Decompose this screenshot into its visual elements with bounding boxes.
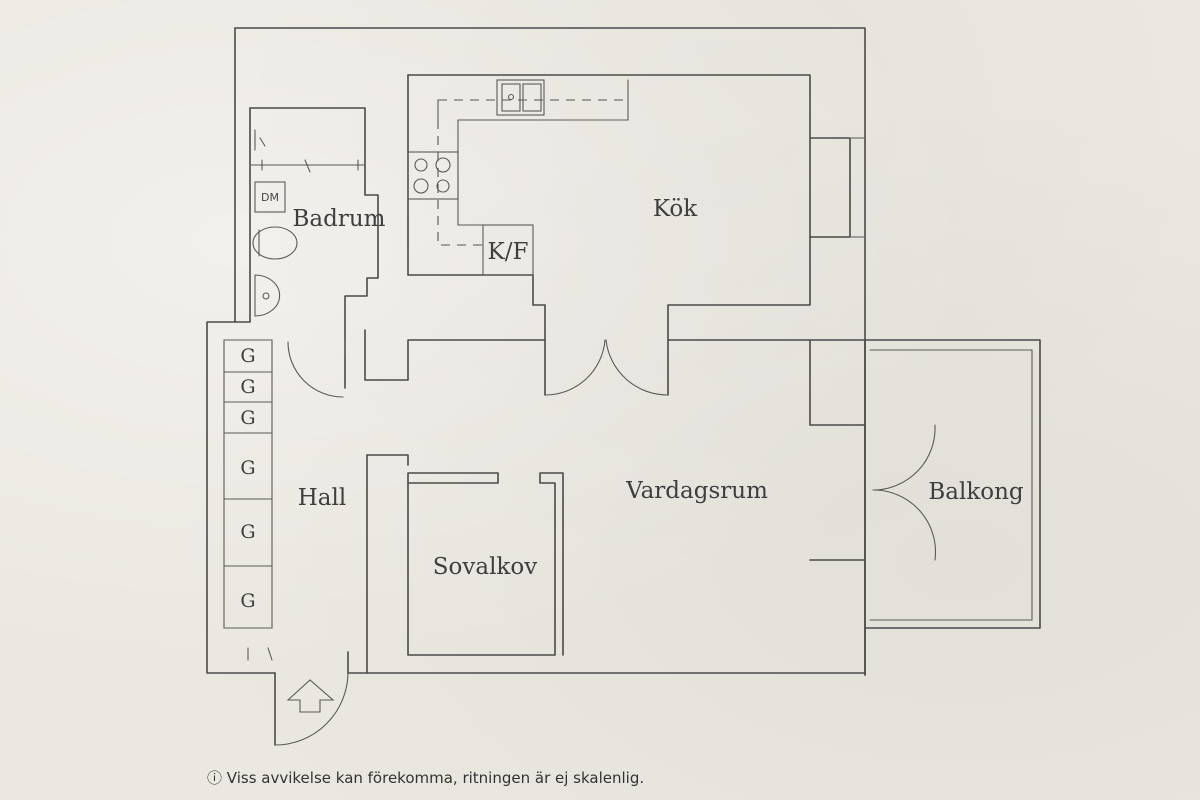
room-label-kok: Kök <box>653 196 698 222</box>
wardrobe-label: G <box>240 521 255 543</box>
fridge-freezer-label: K/F <box>488 239 529 265</box>
room-label-sovalkov: Sovalkov <box>433 554 537 580</box>
wardrobe-label: G <box>240 407 255 429</box>
outer-walls <box>206 27 866 676</box>
wardrobe-label: G <box>240 376 255 398</box>
washing-machine-label: DM <box>261 191 279 204</box>
sovalkov-walls <box>366 454 564 674</box>
room-label-balkong: Balkong <box>928 479 1024 505</box>
living-room-doors <box>544 339 937 561</box>
room-label-vardagsrum: Vardagsrum <box>625 478 768 504</box>
wardrobe-label: G <box>240 590 255 612</box>
wardrobe-label: G <box>240 457 255 479</box>
wardrobe-label: G <box>240 345 255 367</box>
kitchen-walls <box>407 74 866 396</box>
room-label-badrum: Badrum <box>293 206 386 232</box>
hall-closets <box>223 339 273 661</box>
room-label-hall: Hall <box>298 485 346 511</box>
disclaimer-note: ⓘ Viss avvikelse kan förekomma, ritninge… <box>207 767 644 788</box>
bathroom-walls <box>234 107 866 389</box>
disclaimer-text: Viss avvikelse kan förekomma, ritningen … <box>226 769 645 787</box>
info-circle-icon: ⓘ <box>207 769 223 787</box>
balcony-walls <box>864 339 1041 629</box>
kitchen-counter <box>407 79 629 276</box>
hall-walls <box>274 339 349 746</box>
